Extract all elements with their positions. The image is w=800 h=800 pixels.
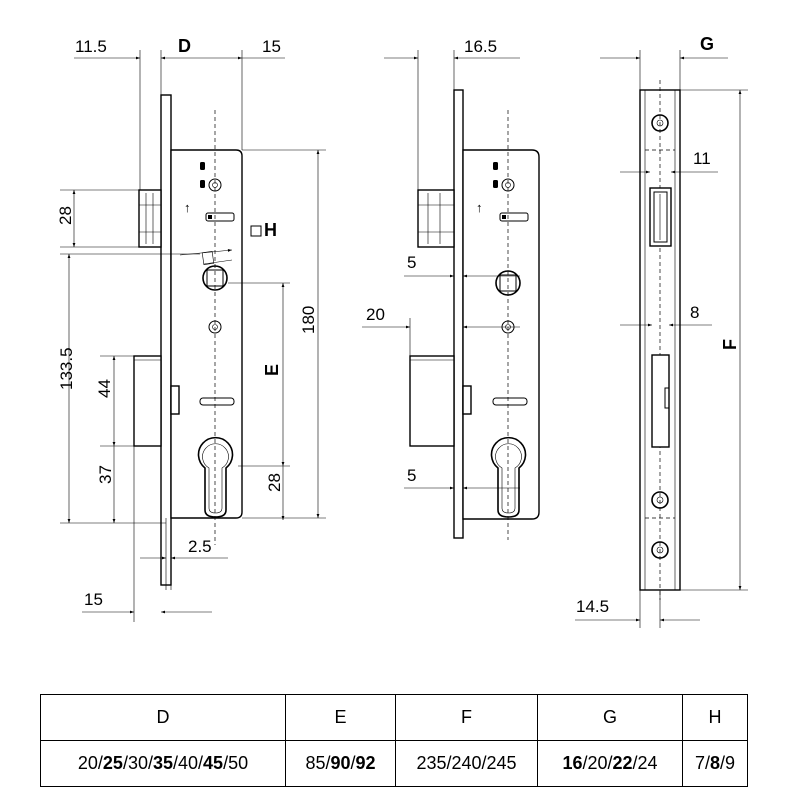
table-values-row: 20/25/30/35/40/45/50 85/90/92 235/240/24… <box>40 740 748 787</box>
front-lock-case <box>170 149 243 519</box>
front-latch <box>138 189 162 248</box>
value-segment: 235/240/245 <box>416 753 517 773</box>
header-G: G <box>537 694 683 741</box>
faceplate-screw-top <box>651 114 669 132</box>
value-segment: /30/ <box>122 753 153 773</box>
dim-16-5: 16.5 <box>464 37 497 56</box>
header-F: F <box>395 694 538 741</box>
dim-28-left: 28 <box>56 206 75 225</box>
value-segment: 25 <box>102 753 123 773</box>
side-catch <box>462 385 472 415</box>
value-segment: 16 <box>562 753 583 773</box>
faceplate-bolt-slot <box>651 354 670 448</box>
dim-G: G <box>700 34 714 54</box>
values-D: 20/25/30/35/40/45/50 <box>40 740 286 787</box>
value-segment: 22 <box>612 753 633 773</box>
header-E: E <box>285 694 396 741</box>
value-segment: 92 <box>355 753 376 773</box>
value-segment: /9 <box>720 753 736 773</box>
dim-20: 20 <box>366 305 385 324</box>
front-slot-bottom <box>199 397 235 406</box>
front-view: ↑ 11.5 D 15 28 <box>56 36 326 622</box>
value-segment: 7/ <box>694 753 710 773</box>
dim-28-right: 28 <box>265 473 284 492</box>
arrow-up-icon: ↑ <box>476 200 483 215</box>
value-segment: 45 <box>203 753 224 773</box>
dim-5-bottom: 5 <box>407 466 416 485</box>
dim-133-5: 133.5 <box>57 347 76 390</box>
dim-D: D <box>178 36 191 56</box>
front-cylinder-cutout <box>197 436 234 518</box>
side-lock-case <box>462 149 540 520</box>
value-segment: 85/ <box>305 753 331 773</box>
faceplate-view: G 11 8 F 14.5 <box>575 34 748 628</box>
square-icon <box>250 225 262 237</box>
value-segment: 90 <box>330 753 351 773</box>
side-faceplate <box>453 89 464 539</box>
dim-15-bottom: 15 <box>84 590 103 609</box>
side-bolt <box>409 355 455 447</box>
value-segment: /20/ <box>582 753 613 773</box>
values-E: 85/90/92 <box>285 740 396 787</box>
dim-37: 37 <box>96 465 115 484</box>
front-bolt <box>133 355 162 447</box>
value-segment: /40/ <box>173 753 204 773</box>
dim-F: F <box>720 339 740 350</box>
table-header-row: D E F G H <box>40 694 748 741</box>
front-slot-rect <box>205 212 235 222</box>
value-segment: 35 <box>152 753 174 773</box>
dim-8: 8 <box>690 303 699 322</box>
value-segment: / <box>350 753 356 773</box>
value-segment: 8 <box>709 753 720 773</box>
front-faceplate <box>160 94 172 586</box>
values-H: 7/8/9 <box>682 740 748 787</box>
values-F: 235/240/245 <box>395 740 538 787</box>
dim-5-top: 5 <box>407 253 416 272</box>
header-D: D <box>40 694 286 741</box>
side-view: ↑ 16.5 5 20 5 <box>362 37 540 540</box>
values-G: 16/20/22/24 <box>537 740 683 787</box>
side-latch <box>417 189 455 248</box>
spec-table: D E F G H 20/25/30/35/40/45/50 85/90/92 … <box>40 694 748 787</box>
dim-15-top: 15 <box>262 37 281 56</box>
dim-44: 44 <box>95 379 114 398</box>
dim-11-5: 11.5 <box>75 37 107 56</box>
value-segment: /50 <box>223 753 249 773</box>
front-catch <box>170 385 180 415</box>
front-slot-small <box>200 162 205 170</box>
dim-180: 180 <box>299 306 318 334</box>
faceplate-latch-slot <box>649 187 672 247</box>
value-segment: 20/ <box>77 753 103 773</box>
side-cylinder-cutout <box>490 436 527 518</box>
header-H: H <box>682 694 748 741</box>
dim-E: E <box>262 364 282 376</box>
faceplate-screw-bottom <box>651 541 669 559</box>
arrow-up-icon: ↑ <box>184 200 191 215</box>
dim-14-5: 14.5 <box>576 597 609 616</box>
dim-H: H <box>264 220 277 240</box>
value-segment: /24 <box>632 753 658 773</box>
dim-11: 11 <box>693 149 711 168</box>
dim-2-5: 2.5 <box>188 537 212 556</box>
faceplate-screw-mid <box>651 491 669 509</box>
